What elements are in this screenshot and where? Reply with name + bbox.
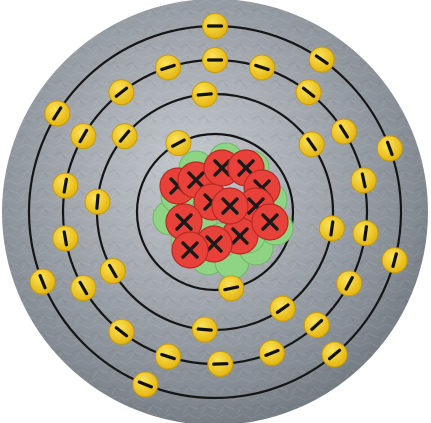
electron-shell-4: [309, 47, 334, 72]
electron-shell-3: [71, 124, 96, 149]
electron-shell-4: [133, 372, 158, 397]
electron-shell-4: [30, 269, 55, 294]
electron-shell-3: [249, 55, 274, 80]
electron-shell-2: [192, 317, 217, 342]
proton: [212, 188, 248, 224]
electron-shell-3: [337, 271, 362, 296]
electron-shell-3: [109, 319, 134, 344]
electron-shell-3: [109, 80, 134, 105]
electron-shell-3: [71, 276, 96, 301]
electron-shell-2: [85, 189, 110, 214]
electron-shell-2: [319, 216, 344, 241]
electron-shell-2: [100, 259, 125, 284]
negative-sign-icon: [64, 232, 66, 245]
negative-sign-icon: [198, 94, 211, 95]
electron-shell-4: [203, 14, 228, 39]
negative-sign-icon: [365, 227, 367, 240]
negative-sign-icon: [198, 329, 211, 330]
electron-shell-2: [270, 296, 295, 321]
negative-sign-icon: [331, 222, 333, 235]
negative-sign-icon: [64, 179, 66, 192]
electron-shell-3: [203, 48, 228, 73]
electron-shell-1: [219, 276, 244, 301]
electron-shell-4: [377, 136, 402, 161]
electron-shell-3: [156, 344, 181, 369]
electron-shell-2: [112, 124, 137, 149]
electron-shell-3: [53, 173, 78, 198]
electron-shell-3: [208, 351, 233, 376]
electron-shell-2: [192, 82, 217, 107]
electron-shell-3: [53, 226, 78, 251]
proton: [172, 232, 208, 268]
electron-shell-3: [304, 312, 329, 337]
electron-shell-4: [322, 342, 347, 367]
electron-shell-4: [45, 101, 70, 126]
proton: [252, 204, 288, 240]
electron-shell-2: [299, 132, 324, 157]
electron-shell-3: [259, 340, 284, 365]
electron-shell-3: [351, 168, 376, 193]
electron-shell-3: [331, 119, 356, 144]
electron-shell-3: [296, 80, 321, 105]
electron-shell-1: [166, 131, 191, 156]
electron-shell-3: [156, 55, 181, 80]
electron-shell-4: [382, 248, 407, 273]
negative-sign-icon: [97, 195, 98, 208]
electron-shell-3: [353, 221, 378, 246]
